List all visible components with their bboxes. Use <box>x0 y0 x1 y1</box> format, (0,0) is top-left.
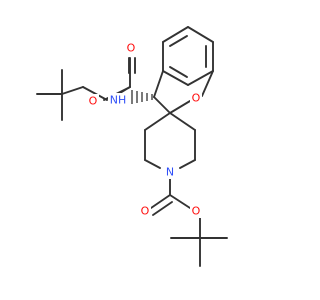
boc-carbonyl-oxygen: O <box>139 204 151 218</box>
bond <box>144 112 171 131</box>
atom-label-o-boc-ester: O <box>192 205 201 218</box>
carbamate-nitrogen: NH <box>108 93 128 107</box>
atom-label-nh-carbamate: NH <box>110 94 127 107</box>
bond <box>169 194 191 209</box>
bond <box>162 70 189 86</box>
atom-label-o-carbamate-carbonyl: O <box>127 42 136 55</box>
boc-ester-oxygen: O <box>190 204 202 218</box>
atom-labels: O O O NH N O O <box>87 41 202 218</box>
bond <box>187 26 214 43</box>
bond <box>179 159 196 169</box>
atom-label-o-carbamate-ester: O <box>89 95 98 108</box>
bond <box>169 35 188 47</box>
bond <box>187 70 214 86</box>
bond <box>144 159 161 169</box>
furan-oxygen: O <box>190 90 202 105</box>
molecule-structure: O O O NH N O O <box>36 26 228 267</box>
carbamate-ester-oxygen: O <box>87 94 99 108</box>
bond <box>201 70 214 97</box>
atom-label-o-furan: O <box>192 92 201 105</box>
bond <box>162 26 189 43</box>
hashed-wedge-bond <box>131 90 153 104</box>
bond <box>153 70 164 98</box>
bond <box>82 86 108 101</box>
atom-label-n-piperidine: N <box>166 166 174 179</box>
bond <box>152 201 173 216</box>
bond <box>150 194 171 209</box>
bond <box>169 66 188 78</box>
bond <box>153 96 171 114</box>
atom-label-o-boc-carbonyl: O <box>141 205 150 218</box>
bond <box>169 112 196 131</box>
piperidine-nitrogen: N <box>164 165 176 179</box>
bond <box>169 100 191 114</box>
bond <box>61 86 84 95</box>
bonds <box>36 26 228 267</box>
carbamate-carbonyl-oxygen: O <box>125 41 137 55</box>
